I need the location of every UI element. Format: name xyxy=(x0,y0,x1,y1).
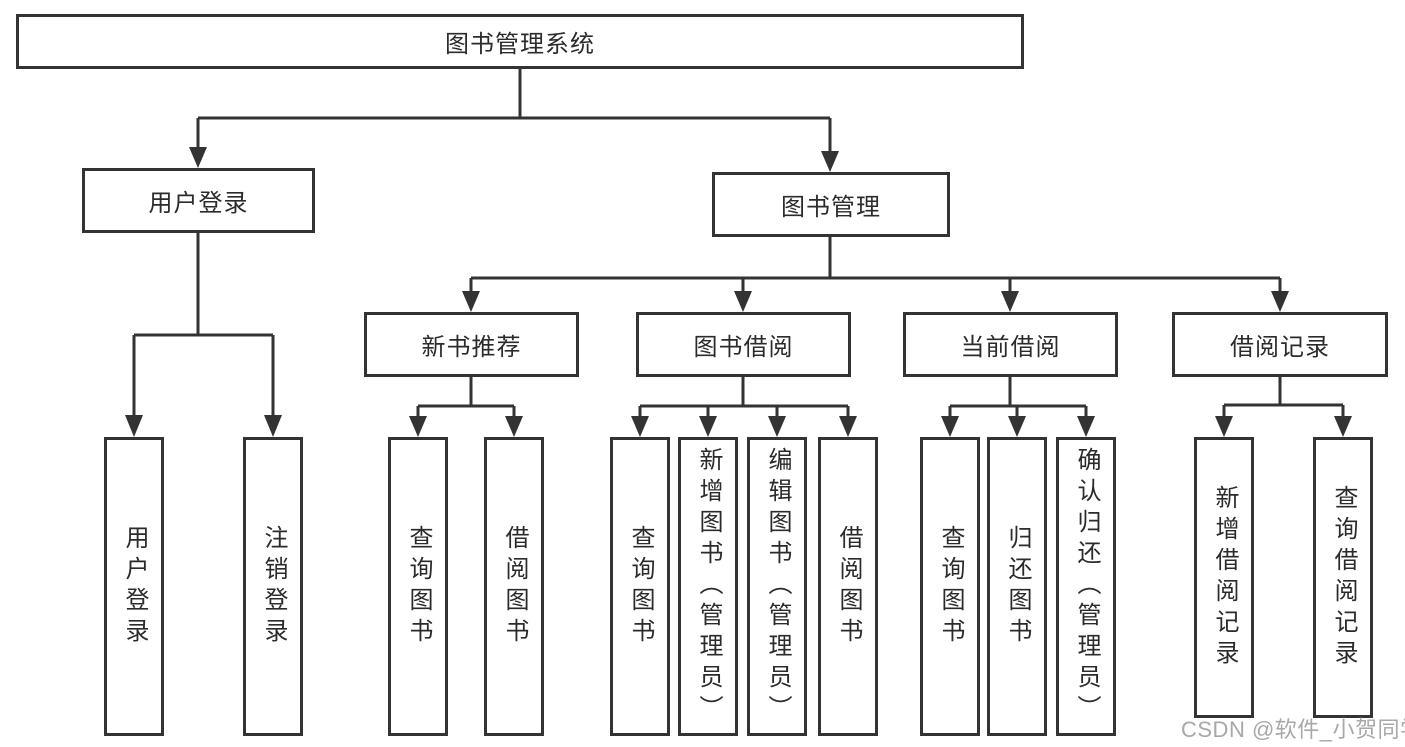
leaf-query-borrow-record: 查询借阅记录 xyxy=(1313,437,1373,718)
arrowhead-icon xyxy=(631,416,649,437)
arrowhead-icon xyxy=(409,416,427,437)
arrowhead-icon xyxy=(189,147,207,168)
root-node-library-system: 图书管理系统 xyxy=(16,14,1024,69)
leaf-query-books-borrowing: 查询图书 xyxy=(610,437,670,736)
arrowhead-icon xyxy=(1334,416,1352,437)
arrowhead-icon xyxy=(699,416,717,437)
arrowhead-icon xyxy=(1271,291,1289,312)
leaf-borrow-books-borrowing: 借阅图书 xyxy=(818,437,878,736)
arrowhead-icon xyxy=(821,151,839,172)
leaf-user-login: 用户登录 xyxy=(104,437,164,736)
watermark: CSDN @软件_小贺同学 xyxy=(1181,717,1405,742)
arrowhead-icon xyxy=(1008,416,1026,437)
arrowhead-icon xyxy=(941,416,959,437)
leaf-query-books-recommend: 查询图书 xyxy=(388,437,448,736)
leaf-add-books-admin: 新增图书（管理员） xyxy=(678,437,738,736)
arrowhead-icon xyxy=(768,416,786,437)
arrowhead-icon xyxy=(734,291,752,312)
node-user-login: 用户登录 xyxy=(82,168,315,233)
node-borrowing-records: 借阅记录 xyxy=(1172,312,1388,377)
arrowhead-icon xyxy=(1215,416,1233,437)
arrowhead-icon xyxy=(1077,416,1095,437)
leaf-confirm-return-admin: 确认归还（管理员） xyxy=(1056,437,1116,736)
node-current-borrowing: 当前借阅 xyxy=(903,312,1118,377)
arrowhead-icon xyxy=(505,416,523,437)
node-new-book-recommendation: 新书推荐 xyxy=(364,312,579,377)
arrowhead-icon xyxy=(462,291,480,312)
arrowhead-icon xyxy=(125,415,143,437)
arrowhead-icon xyxy=(264,415,282,437)
leaf-logout: 注销登录 xyxy=(243,437,303,736)
leaf-edit-books-admin: 编辑图书（管理员） xyxy=(747,437,807,736)
arrowhead-icon xyxy=(1001,291,1019,312)
node-book-management: 图书管理 xyxy=(712,172,950,237)
leaf-query-books-current: 查询图书 xyxy=(920,437,980,736)
leaf-add-borrow-record: 新增借阅记录 xyxy=(1194,437,1254,718)
node-book-borrowing: 图书借阅 xyxy=(636,312,851,377)
arrowhead-icon xyxy=(839,416,857,437)
leaf-return-books: 归还图书 xyxy=(987,437,1047,736)
leaf-borrow-books-recommend: 借阅图书 xyxy=(484,437,544,736)
